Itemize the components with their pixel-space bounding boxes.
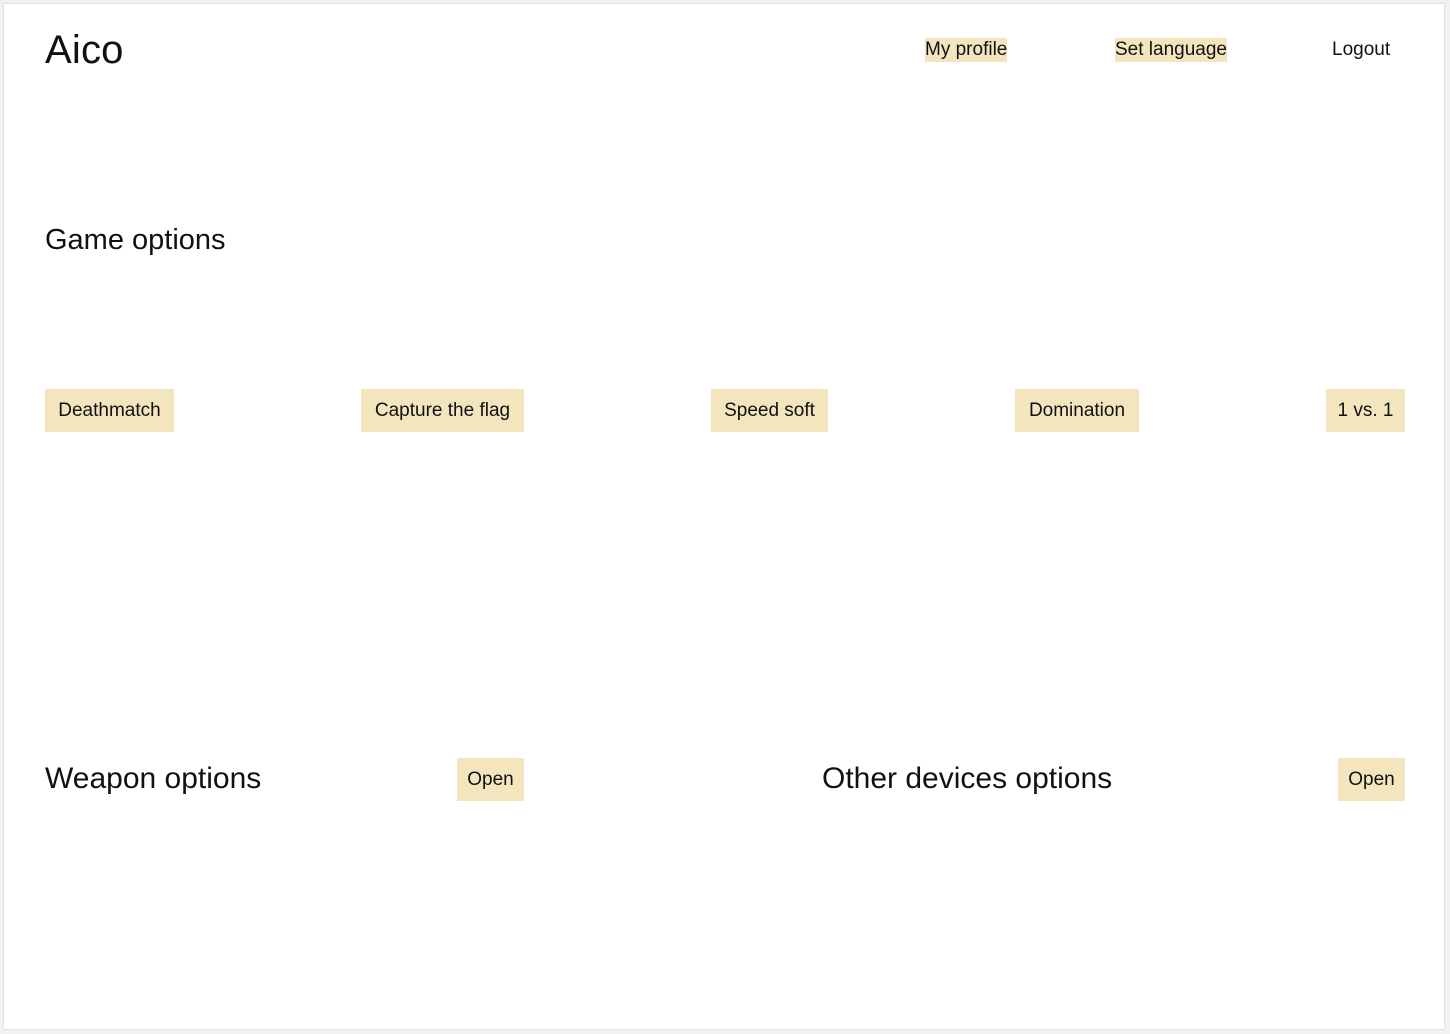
set-language-link[interactable]: Set language (1115, 38, 1227, 62)
other-devices-options-open-button[interactable]: Open (1338, 758, 1405, 801)
app-window: Aico My profile Set language Logout Game… (4, 4, 1444, 1029)
deathmatch-button[interactable]: Deathmatch (45, 389, 174, 432)
speed-soft-button[interactable]: Speed soft (711, 389, 828, 432)
other-devices-options-heading: Other devices options (822, 762, 1113, 795)
logout-link[interactable]: Logout (1332, 39, 1391, 60)
weapon-options-heading: Weapon options (45, 762, 262, 795)
capture-the-flag-button[interactable]: Capture the flag (361, 389, 524, 432)
game-options-heading: Game options (45, 224, 226, 256)
app-title: Aico (45, 28, 124, 72)
weapon-options-open-button[interactable]: Open (457, 758, 524, 801)
one-vs-one-button[interactable]: 1 vs. 1 (1326, 389, 1405, 432)
my-profile-link[interactable]: My profile (925, 38, 1008, 62)
domination-button[interactable]: Domination (1015, 389, 1139, 432)
